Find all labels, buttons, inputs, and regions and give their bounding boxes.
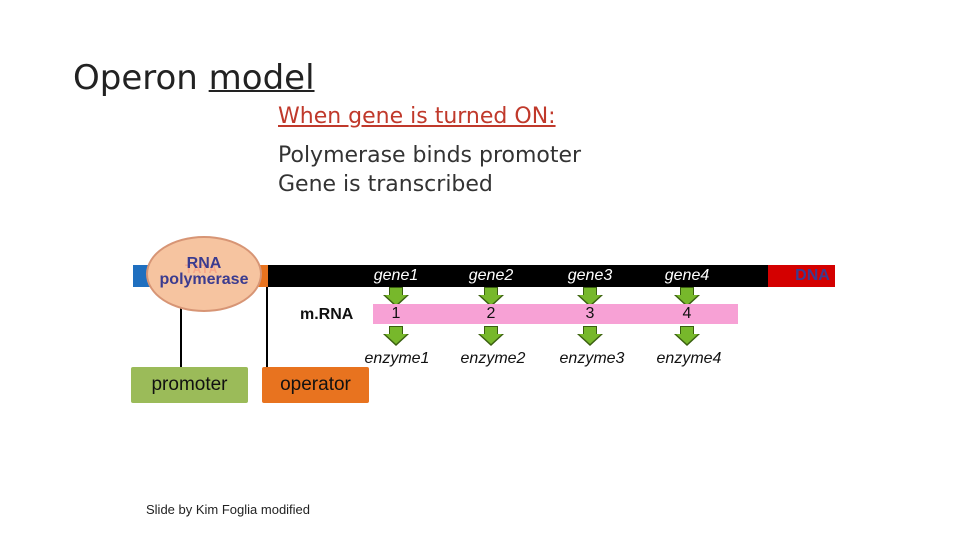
tata-box-label: TATA — [185, 262, 219, 276]
slide-credit: Slide by Kim Foglia modified — [146, 502, 311, 517]
down-arrow-icon — [383, 326, 409, 346]
title-prefix: Operon — [73, 58, 209, 98]
dna-genes-segment — [268, 265, 768, 287]
gene-label: gene3 — [567, 267, 613, 284]
title-underlined: model — [208, 58, 315, 98]
mrna-number: 2 — [486, 305, 496, 322]
down-arrow-icon — [577, 326, 603, 346]
gene-label: gene4 — [664, 267, 710, 284]
enzyme-label: enzyme3 — [559, 350, 625, 367]
mrna-number: 4 — [682, 305, 692, 322]
subtitle-line-2: Polymerase binds promoter — [278, 143, 582, 168]
enzyme-label: enzyme4 — [656, 350, 722, 367]
dna-label: DNA — [795, 267, 830, 284]
polymerase-line-2: polymerase — [159, 271, 249, 288]
dna-end-segment — [768, 265, 835, 287]
subtitle-heading: When gene is turned ON: — [278, 104, 556, 129]
promoter-connector — [180, 300, 182, 367]
down-arrow-icon — [674, 326, 700, 346]
promoter-label: promoter — [131, 367, 248, 403]
gene-label: gene1 — [373, 267, 419, 284]
slide-title: Operon model — [73, 58, 315, 98]
rna-polymerase-blob — [146, 236, 262, 312]
rna-polymerase-label: RNA polymerase — [146, 256, 262, 288]
gene-label: gene2 — [468, 267, 514, 284]
mrna-label: m.RNA — [300, 306, 354, 323]
operator-label: operator — [262, 367, 369, 403]
polymerase-line-1: RNA — [186, 255, 222, 272]
down-arrow-icon — [478, 326, 504, 346]
subtitle-line-3: Gene is transcribed — [278, 172, 493, 197]
mrna-strand — [373, 304, 738, 324]
enzyme-label: enzyme2 — [460, 350, 526, 367]
enzyme-label: enzyme1 — [364, 350, 430, 367]
operator-connector — [266, 287, 268, 367]
mrna-number: 3 — [585, 305, 595, 322]
mrna-number: 1 — [391, 305, 401, 322]
